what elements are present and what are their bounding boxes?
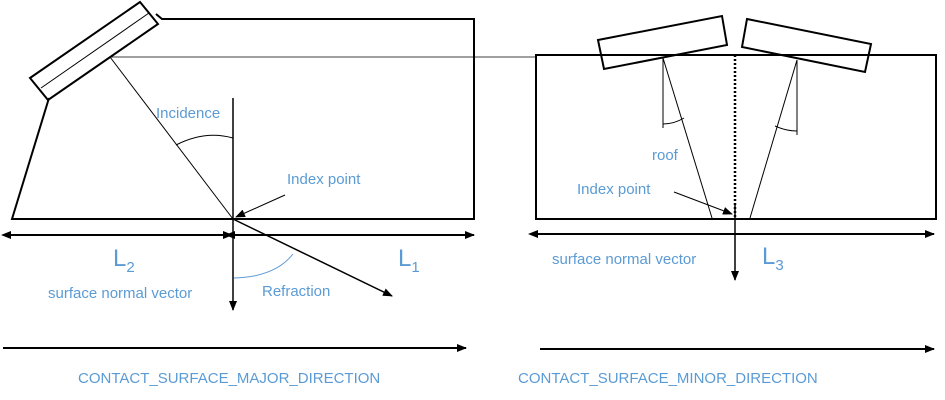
incidence-ray: [109, 56, 234, 220]
l2-label: L2: [113, 245, 135, 276]
incidence-arc: [175, 134, 234, 146]
transducer-element-right-b: [740, 17, 873, 74]
l1-label: L1: [398, 245, 420, 276]
surface-normal-vector-label-left: surface normal vector: [48, 285, 192, 302]
roof-label: roof: [652, 147, 679, 164]
major-direction-label: CONTACT_SURFACE_MAJOR_DIRECTION: [78, 370, 380, 387]
transducer-inner-line: [40, 12, 150, 89]
wedge-body: [10, 13, 475, 220]
minor-direction-label: CONTACT_SURFACE_MINOR_DIRECTION: [518, 370, 818, 387]
refraction-arc: [233, 253, 294, 279]
transducer-element-right-a: [596, 14, 729, 71]
l3-label: L3: [762, 243, 784, 274]
index-point-pointer-left: [235, 194, 286, 218]
roof-arc-right: [774, 125, 798, 132]
refraction-label: Refraction: [262, 283, 330, 300]
minor-view: roof Index point surface normal vector L…: [518, 14, 937, 387]
surface-normal-vector-label-right: surface normal vector: [552, 251, 696, 268]
roof-arc-left: [662, 117, 685, 125]
index-point-label-left: Index point: [287, 171, 361, 188]
major-view: Incidence Index point Refraction surface…: [1, 0, 536, 387]
transducer-element-left: [28, 0, 160, 102]
index-point-pointer-right: [673, 191, 733, 215]
index-point-label-right: Index point: [577, 181, 651, 198]
roof-ray-left: [662, 57, 713, 219]
roof-ray-right: [749, 59, 798, 219]
incidence-label: Incidence: [156, 105, 220, 122]
